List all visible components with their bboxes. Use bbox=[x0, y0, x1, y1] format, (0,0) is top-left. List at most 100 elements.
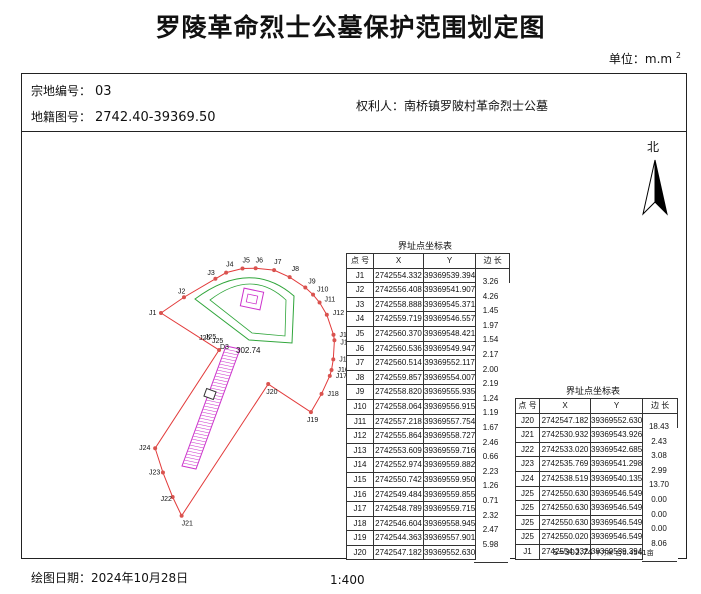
table-cell: 2742557.218 bbox=[373, 413, 424, 430]
table-cell: 39369552.630 bbox=[422, 544, 477, 561]
vertex-label: J25 bbox=[199, 335, 210, 342]
vertex-label: J9 bbox=[308, 278, 316, 285]
stair-step bbox=[185, 456, 200, 461]
vertex-label: J20 bbox=[266, 389, 277, 396]
stair-step bbox=[188, 447, 203, 452]
vertex-marker bbox=[272, 268, 277, 273]
table-cell: 39369545.371 bbox=[422, 296, 477, 313]
table-cell: 39369539.394 bbox=[422, 267, 477, 284]
table-cell: 39369555.935 bbox=[422, 384, 477, 400]
table-cell: 2742549.484 bbox=[373, 486, 424, 503]
side-length: 2.32 bbox=[482, 510, 499, 520]
stair-step bbox=[222, 354, 237, 359]
vertex-marker bbox=[327, 373, 332, 378]
table-cell: J13 bbox=[346, 442, 374, 459]
table-cell: 39369552.630 bbox=[589, 412, 644, 429]
table-cell: 2742560.514 bbox=[373, 355, 424, 371]
vertex-marker bbox=[331, 357, 336, 362]
vertex-label: J6 bbox=[256, 257, 263, 264]
vertex-label: J3 bbox=[207, 270, 215, 277]
header-divider bbox=[21, 131, 687, 132]
vertex-label: J18 bbox=[328, 391, 339, 398]
table-cell: 2742550.630 bbox=[539, 514, 591, 531]
vertex-marker bbox=[217, 348, 222, 353]
vertex-marker bbox=[308, 410, 313, 415]
table-cell: J5 bbox=[346, 325, 374, 342]
vertex-label: J1 bbox=[149, 310, 157, 317]
vertex-label: D3 bbox=[220, 344, 229, 351]
landing bbox=[203, 387, 217, 401]
table-cell: 2742544.363 bbox=[373, 530, 424, 546]
table-cell: 2742556.408 bbox=[373, 282, 424, 298]
monument bbox=[245, 293, 259, 305]
vertex-marker bbox=[287, 275, 292, 280]
side-length: 2.99 bbox=[651, 465, 667, 475]
side-length: 0.00 bbox=[651, 509, 667, 519]
table-cell: 2742546.604 bbox=[373, 515, 424, 532]
stair-step bbox=[223, 351, 238, 356]
table-cell: J2 bbox=[346, 282, 374, 298]
area-summary: S=302.74 平方米 合0.4541亩 bbox=[553, 548, 654, 557]
north-label: 北 bbox=[647, 140, 660, 154]
stair-step bbox=[201, 411, 216, 416]
table-cell: 39369549.947 bbox=[422, 340, 477, 357]
table-cell: 39369539.394 bbox=[589, 543, 644, 560]
vertex-marker bbox=[319, 391, 324, 396]
stair-step bbox=[211, 384, 226, 389]
vertex-label: J16 bbox=[338, 367, 349, 374]
stair-step bbox=[210, 387, 225, 392]
vertex-label: J19 bbox=[307, 417, 318, 424]
table-cell: 39369559.715 bbox=[422, 501, 477, 517]
stair-step bbox=[199, 417, 214, 422]
stair-step bbox=[218, 366, 233, 371]
table-cell: 2742550.742 bbox=[373, 471, 424, 488]
side-cell bbox=[642, 413, 679, 428]
stair-step bbox=[216, 372, 231, 377]
table-cell: 2742558.820 bbox=[373, 384, 424, 400]
table-cell: 2742552.974 bbox=[373, 457, 424, 473]
table-cell: J1 bbox=[346, 267, 374, 284]
side-length: 1.24 bbox=[482, 393, 499, 403]
stair-step bbox=[186, 453, 201, 458]
stair-step bbox=[219, 363, 234, 368]
vertex-label: J11 bbox=[325, 297, 336, 304]
stair-step bbox=[213, 378, 228, 383]
vertex-marker bbox=[170, 495, 175, 500]
table-cell: 39369559.716 bbox=[422, 442, 477, 459]
table2-caption: 界址点坐标表 bbox=[566, 387, 621, 397]
vertex-marker bbox=[311, 292, 316, 297]
vertex-marker bbox=[160, 470, 165, 475]
vertex-label: J13 bbox=[339, 332, 350, 339]
table-cell: J9 bbox=[346, 384, 374, 400]
vertex-label: J21 bbox=[182, 521, 193, 528]
stair-step bbox=[221, 357, 236, 362]
vertex-label: J15 bbox=[339, 356, 350, 363]
table-cell: J18 bbox=[346, 515, 374, 532]
stair-step bbox=[202, 408, 217, 413]
vertex-marker bbox=[329, 368, 334, 373]
header-cell: Y bbox=[589, 398, 644, 414]
vertex-marker bbox=[253, 266, 258, 271]
vertex-marker bbox=[332, 338, 337, 343]
table-cell: J3 bbox=[346, 296, 374, 313]
side-length: 4.26 bbox=[482, 291, 499, 301]
vertex-marker bbox=[331, 332, 336, 337]
vertex-label: J4 bbox=[226, 262, 234, 269]
vertex-label: J10 bbox=[317, 287, 328, 294]
table-cell: 39369559.950 bbox=[422, 471, 477, 488]
table-cell: J20 bbox=[515, 412, 540, 429]
vertex-marker bbox=[317, 300, 322, 305]
table-cell: J24 bbox=[515, 470, 540, 487]
vertex-marker bbox=[303, 285, 308, 290]
table-cell: 39369546.549 bbox=[589, 500, 644, 516]
page-title: 罗陵革命烈士公墓保护范围划定图 bbox=[155, 13, 546, 42]
cemetery-wall bbox=[194, 277, 295, 344]
